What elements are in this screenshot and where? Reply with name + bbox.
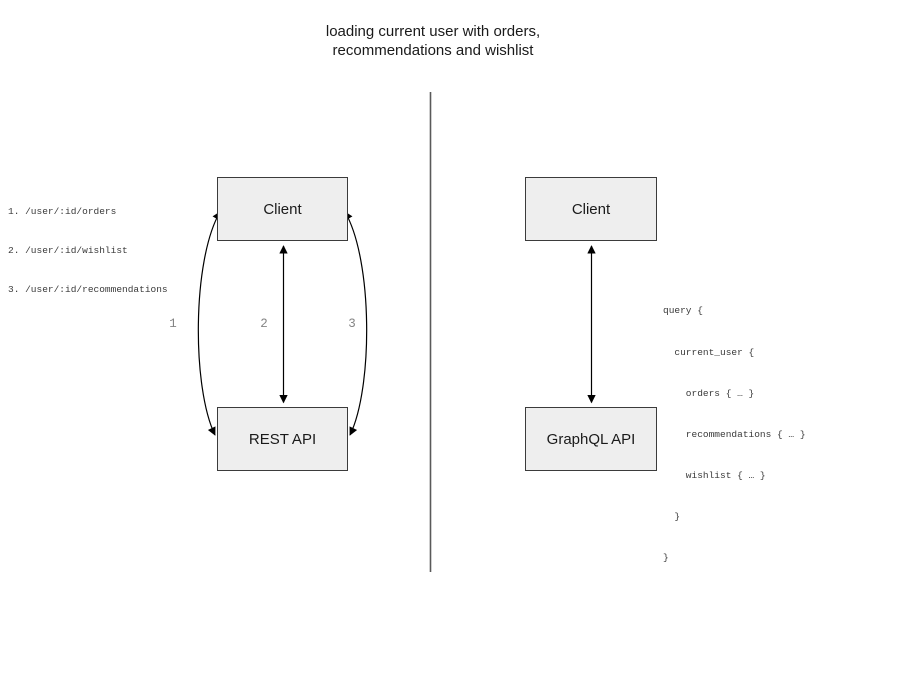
rest-client-label: Client [263, 200, 302, 218]
graphql-query-snippet: query { current_user { orders { … } reco… [663, 277, 806, 592]
rest-endpoints-list: 1. /user/:id/orders 2. /user/:id/wishlis… [8, 179, 168, 322]
graphql-query-line: current_user { [663, 346, 755, 358]
rest-api-box: REST API [217, 407, 348, 471]
diagram-title: loading current user with orders, recomm… [0, 22, 866, 60]
graphql-query-line: wishlist { … } [663, 469, 766, 481]
rest-arrow-label-1: 1 [169, 317, 177, 331]
diagram-title-line2: recommendations and wishlist [332, 42, 534, 59]
rest-arrow-1-curve [197, 211, 221, 436]
rest-api-label: REST API [248, 430, 317, 448]
graphql-query-line: recommendations { … } [663, 428, 806, 440]
rest-arrow-label-2: 2 [260, 317, 268, 331]
rest-endpoint-wishlist: 2. /user/:id/wishlist [8, 245, 128, 256]
graphql-client-box: Client [525, 177, 657, 241]
graphql-query-line: orders { … } [663, 387, 755, 399]
rest-arrow-label-3: 3 [348, 317, 356, 331]
graphql-api-label: GraphQL API [546, 430, 636, 448]
graphql-query-line: } [663, 510, 681, 522]
rest-endpoint-orders: 1. /user/:id/orders [8, 206, 117, 217]
graphql-query-line: query { [663, 305, 703, 317]
graphql-query-line: } [663, 552, 669, 564]
graphql-api-box: GraphQL API [525, 407, 657, 471]
diagram-title-line1: loading current user with orders, [325, 23, 541, 40]
rest-client-box: Client [217, 177, 348, 241]
rest-endpoint-recommendations: 3. /user/:id/recommendations [8, 284, 168, 295]
graphql-client-label: Client [571, 200, 611, 218]
